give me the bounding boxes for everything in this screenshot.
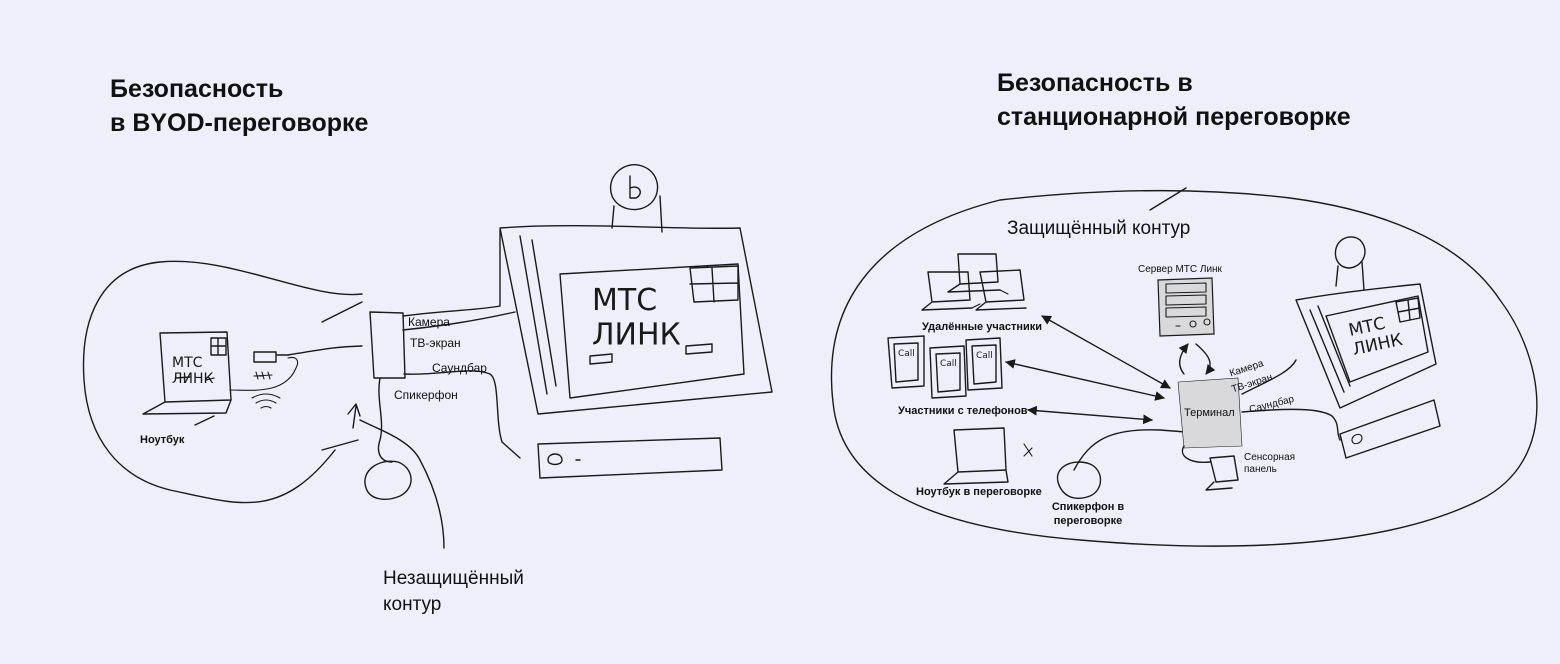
label-tv-left: ТВ-экран bbox=[410, 336, 461, 350]
label-soundbar-left: Саундбар bbox=[432, 361, 487, 375]
arrow-icon-phones bbox=[1005, 359, 1165, 401]
cable-tv bbox=[402, 229, 501, 317]
zone-gap-mark bbox=[1149, 187, 1187, 211]
phone-screen-text: Call bbox=[898, 349, 915, 359]
arrow-icon-remote bbox=[1041, 315, 1171, 389]
label-laptop-left: Ноутбук bbox=[140, 434, 185, 446]
label-unprotected-zone: Незащищённый контур bbox=[383, 568, 524, 615]
terminal-box bbox=[1177, 377, 1243, 449]
speaker-pointer bbox=[347, 403, 361, 429]
soundbar-icon-room bbox=[1339, 399, 1441, 459]
label-camera-left: Камера bbox=[408, 315, 450, 329]
unprotected-zone-outline bbox=[82, 260, 363, 504]
cable-soundbar bbox=[403, 370, 521, 459]
touch-panel-icon bbox=[1181, 445, 1239, 491]
cable-zone-exit bbox=[359, 419, 445, 549]
label-touch-panel: Сенсорная панель bbox=[1244, 452, 1296, 475]
laptop-link bbox=[229, 356, 299, 391]
laptop-icon bbox=[142, 331, 232, 426]
laptop-screen-brand-line: ЛИНК bbox=[172, 371, 214, 387]
cable-speakerphone-room bbox=[1073, 429, 1187, 471]
speakerphone-icon-room bbox=[1056, 461, 1102, 500]
label-protected-zone: Защищённый контур bbox=[1007, 218, 1191, 239]
webcam-icon-room bbox=[1334, 236, 1366, 291]
label-speakerphone-left: Спикерфон bbox=[394, 388, 458, 402]
zone-opening-top bbox=[321, 301, 363, 323]
label-remote-participants: Удалённые участники bbox=[922, 321, 1043, 333]
server-icon bbox=[1157, 277, 1215, 337]
phone-screen-text-3: Call bbox=[976, 351, 993, 361]
server-to-terminal bbox=[1195, 343, 1216, 375]
protected-zone-outline bbox=[830, 189, 1538, 547]
cable-speakerphone bbox=[377, 377, 393, 463]
label-phone-participants: Участники с телефонов bbox=[898, 405, 1028, 417]
webcam-icon bbox=[609, 164, 663, 233]
label-laptop-room: Ноутбук в переговорке bbox=[916, 486, 1042, 498]
speakerphone-icon bbox=[364, 460, 412, 500]
cable-camera bbox=[402, 311, 516, 331]
tv-screen-brand-room: МТСЛИНК bbox=[1347, 311, 1404, 360]
phone-icon bbox=[887, 335, 1003, 399]
label-speakerphone-room: Спикерфон в переговорке bbox=[1051, 501, 1125, 527]
connection-hub bbox=[369, 311, 406, 379]
zone-opening-bottom bbox=[321, 439, 359, 451]
remote-participants-icon bbox=[921, 253, 1027, 311]
label-server: Сервер МТС Линк bbox=[1138, 264, 1222, 275]
right-title: Безопасность в станционарной переговорке bbox=[997, 69, 1351, 131]
wifi-icon bbox=[251, 393, 281, 409]
terminal-to-server bbox=[1178, 343, 1189, 375]
left-title: Безопасность в BYOD-переговорке bbox=[110, 75, 369, 137]
tv-screen-icon-room bbox=[1295, 283, 1437, 409]
tv-screen-icon bbox=[499, 225, 773, 415]
usb-cable bbox=[287, 345, 363, 356]
label-terminal: Терминал bbox=[1184, 407, 1235, 419]
cable-tv-right bbox=[1241, 359, 1297, 395]
laptop-icon-room bbox=[943, 427, 1033, 485]
tv-screen-brand-line: ЛИНК bbox=[592, 318, 681, 353]
arrow-icon-laptop bbox=[1027, 405, 1153, 425]
phone-screen-text-2: Call bbox=[940, 359, 957, 369]
cable-soundbar-right bbox=[1241, 408, 1341, 441]
usb-dongle-icon bbox=[253, 351, 289, 380]
soundbar-icon bbox=[537, 437, 723, 479]
